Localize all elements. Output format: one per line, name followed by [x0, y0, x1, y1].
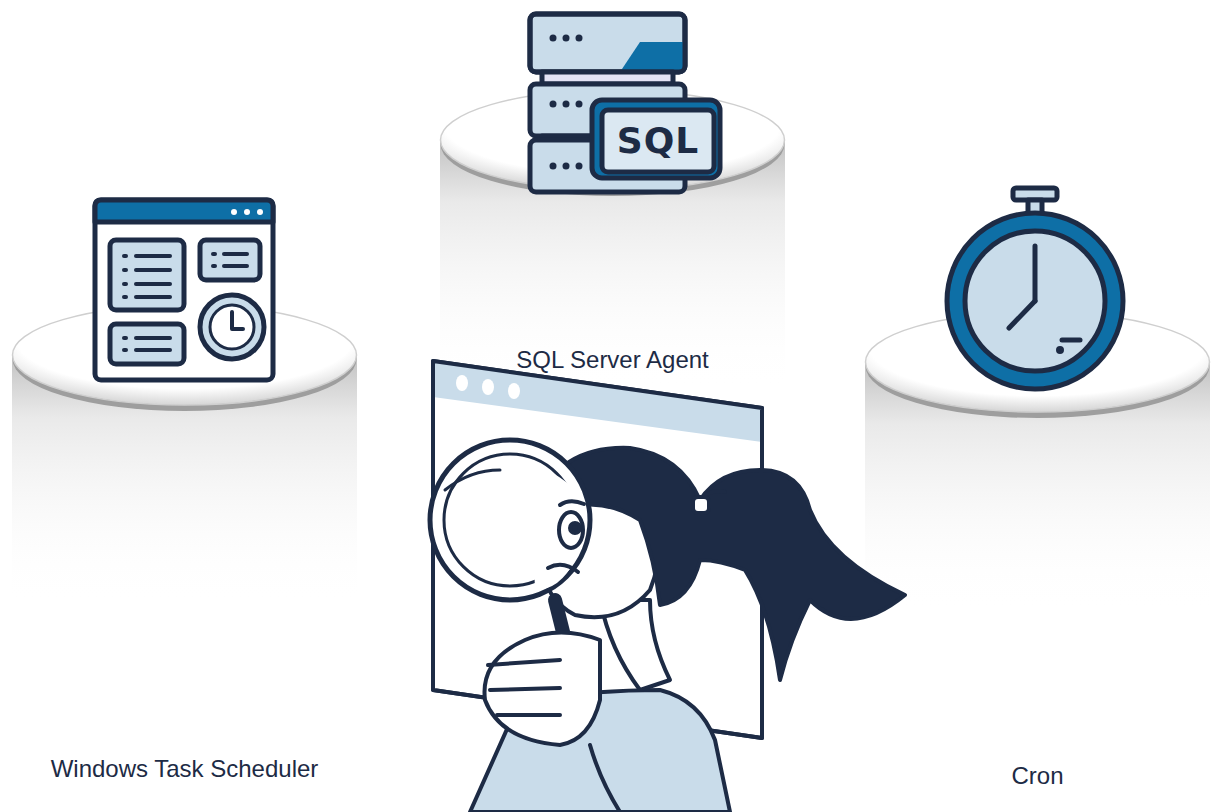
pedestal-label: SQL Server Agent	[440, 345, 785, 375]
pedestal-node: Cron	[865, 312, 1210, 612]
pedestal-node: SQL Server Agent	[440, 90, 785, 390]
icon-text: SQL	[602, 110, 714, 172]
pedestal	[12, 305, 357, 605]
task-scheduler-icon	[95, 200, 273, 380]
searching-person	[430, 361, 905, 812]
sql-server-icon	[530, 14, 720, 192]
pedestal-node: Windows Task Scheduler	[12, 305, 357, 605]
pedestal-label: Windows Task Scheduler	[12, 754, 357, 784]
stopwatch-icon	[947, 188, 1123, 389]
pedestal	[440, 90, 785, 390]
pedestal-label: Cron	[865, 761, 1210, 791]
